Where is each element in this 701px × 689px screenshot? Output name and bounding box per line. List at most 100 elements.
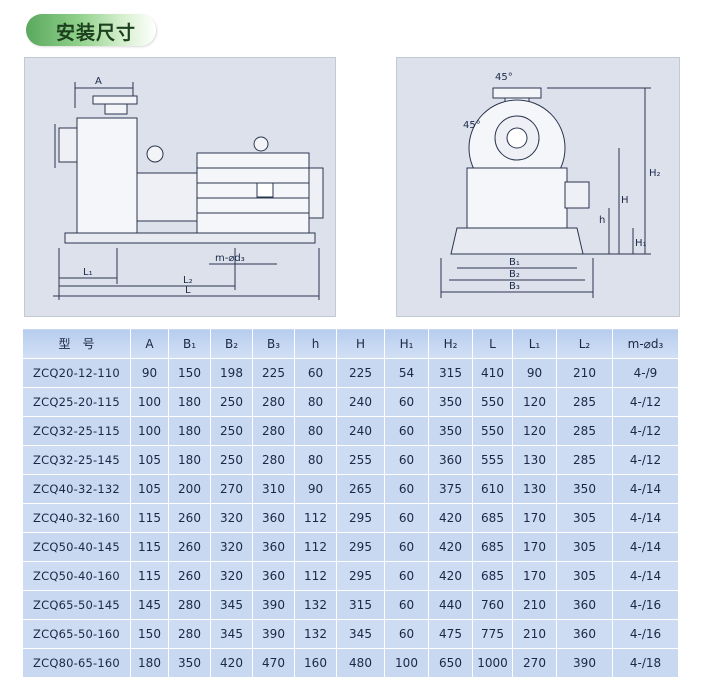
table-cell: 132 [294,590,337,620]
table-cell-model: ZCQ25-20-115 [22,387,131,417]
table-cell: 280 [252,387,295,417]
table-cell-model: ZCQ20-12-110 [22,358,131,388]
table-cell: 260 [168,503,211,533]
table-cell: 132 [294,619,337,649]
table-cell: 360 [556,619,613,649]
table-cell: 375 [428,474,473,504]
table-cell: 60 [384,387,429,417]
table-cell: 115 [130,532,169,562]
table-cell: 260 [168,561,211,591]
dim-label-h2: H₂ [649,168,661,179]
dim-label-a: A [95,76,102,87]
dim-label-h-big: H [621,195,629,206]
col-header-l1: L₁ [512,328,557,359]
table-cell: 285 [556,387,613,417]
table-cell: 105 [130,445,169,475]
table-cell: 225 [336,358,385,388]
table-cell: 315 [428,358,473,388]
table-cell: 4-/16 [612,590,679,620]
table-cell: 250 [210,387,253,417]
table-cell-model: ZCQ40-32-160 [22,503,131,533]
pump-front-view-drawing: 45° 45° B₁ B₂ B₃ h H H₁ H₂ [396,57,680,317]
table-cell: 100 [384,648,429,678]
angle-label-top: 45° [495,72,513,83]
pump-front-view-svg: 45° 45° B₁ B₂ B₃ h H H₁ H₂ [440,72,661,298]
table-cell-model: ZCQ32-25-145 [22,445,131,475]
table-cell: 555 [472,445,513,475]
table-cell: 4-/18 [612,648,679,678]
table-cell: 280 [252,416,295,446]
table-cell: 60 [384,416,429,446]
table-cell: 775 [472,619,513,649]
table-cell: 255 [336,445,385,475]
table-cell: 100 [130,387,169,417]
table-cell: 210 [512,590,557,620]
table-cell: 170 [512,532,557,562]
col-header-h2: H₂ [428,328,473,359]
table-cell: 260 [168,532,211,562]
table-cell: 310 [252,474,295,504]
table-cell: 360 [556,590,613,620]
pump-side-view-svg: A L₁ L₂ L m-⌀d₃ [53,76,324,300]
dim-label-b1: B₁ [509,257,520,268]
table-cell: 350 [428,416,473,446]
table-cell: 80 [294,445,337,475]
table-cell: 305 [556,532,613,562]
table-cell: 295 [336,561,385,591]
table-cell: 270 [512,648,557,678]
table-cell: 4-/12 [612,416,679,446]
table-cell: 265 [336,474,385,504]
table-cell: 60 [384,561,429,591]
table-cell: 198 [210,358,253,388]
col-header-h1: H₁ [384,328,429,359]
table-cell: 420 [428,532,473,562]
table-cell: 350 [428,387,473,417]
col-header-b3: B₃ [252,328,295,359]
table-cell: 60 [384,532,429,562]
table-cell: 200 [168,474,211,504]
table-cell: 390 [252,619,295,649]
dim-label-bolt: m-⌀d₃ [215,253,245,264]
table-cell: 410 [472,358,513,388]
table-cell: 270 [210,474,253,504]
table-cell: 150 [168,358,211,388]
table-cell-model: ZCQ80-65-160 [22,648,131,678]
table-cell: 4-/14 [612,503,679,533]
table-cell: 130 [512,445,557,475]
table-cell: 4-/12 [612,445,679,475]
table-cell: 100 [130,416,169,446]
table-cell: 550 [472,387,513,417]
table-cell: 320 [210,532,253,562]
table-cell: 4-/14 [612,561,679,591]
dim-label-b3: B₃ [509,281,520,292]
table-cell-model: ZCQ32-25-115 [22,416,131,446]
dim-label-h1: H₁ [635,238,647,249]
table-cell: 650 [428,648,473,678]
table-cell: 115 [130,503,169,533]
table-cell: 685 [472,532,513,562]
table-cell: 112 [294,503,337,533]
table-cell: 1000 [472,648,513,678]
table-cell: 60 [384,619,429,649]
table-cell: 470 [252,648,295,678]
table-cell: 320 [210,561,253,591]
table-cell: 210 [512,619,557,649]
table-cell: 280 [168,590,211,620]
table-cell: 90 [512,358,557,388]
table-cell: 475 [428,619,473,649]
table-cell: 360 [252,503,295,533]
table-cell: 170 [512,503,557,533]
table-cell: 120 [512,387,557,417]
pump-side-view-drawing: A L₁ L₂ L m-⌀d₃ [24,57,336,317]
dim-label-h: h [599,215,605,226]
table-cell: 4-/12 [612,387,679,417]
table-cell: 4-/9 [612,358,679,388]
table-cell: 60 [384,590,429,620]
